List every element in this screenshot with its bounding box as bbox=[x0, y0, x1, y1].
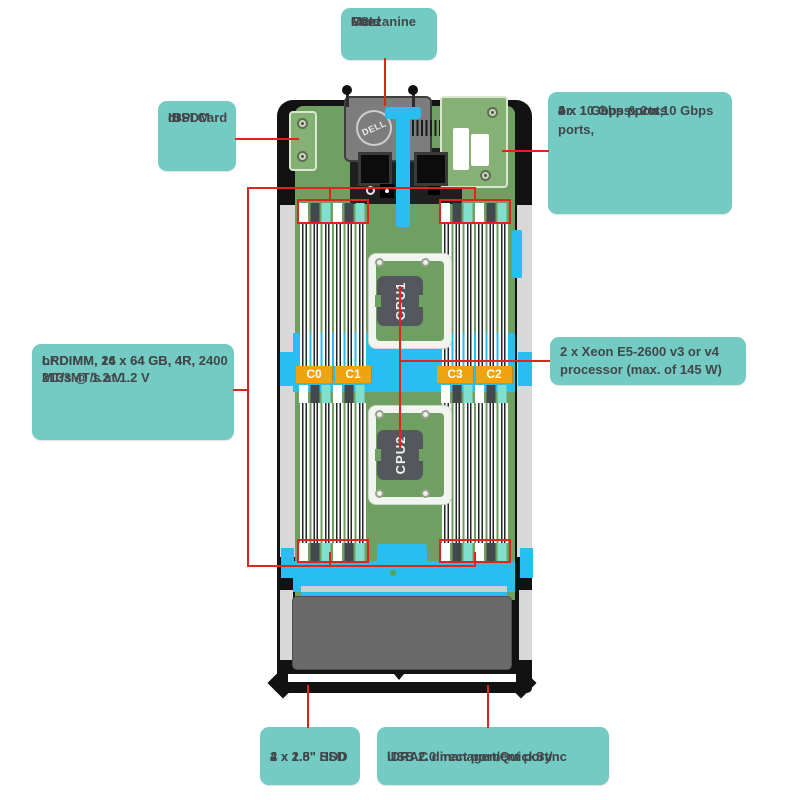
retention-lever-handle bbox=[385, 107, 421, 119]
drive-bay-notch bbox=[394, 674, 404, 680]
release-tab bbox=[512, 230, 522, 278]
lrdimm-bracket-bottom bbox=[247, 565, 476, 567]
dimm-bank-top-right bbox=[441, 222, 509, 366]
callout-line: rSPI Card bbox=[168, 110, 228, 125]
callout-network-ports: 4 x 1 Gbps ports, or 2 x 1 Gbps & 2 x 10… bbox=[548, 92, 732, 214]
callout-line: iDRAC direct port/QuickSync bbox=[387, 748, 567, 764]
callout-line: IDSDM bbox=[168, 110, 210, 125]
callout-lrdimm: LRDIMM, 16 x 64 GB, 4R, 2400 MT/s @ 1.2 … bbox=[32, 344, 234, 440]
bracket-stub bbox=[474, 187, 476, 201]
callout-hdd-ssd: 2 x 2.5" HDD 4 x 1.8" SSD bbox=[260, 727, 360, 785]
guide-post-right bbox=[408, 85, 418, 95]
chip-heatsink bbox=[414, 152, 448, 186]
screw bbox=[297, 118, 308, 129]
shroud-tab-bottom-right bbox=[520, 548, 533, 578]
drive-backplane-edge bbox=[301, 586, 507, 592]
shroud-tab-right bbox=[518, 352, 532, 386]
dimm-clips-mid-right bbox=[441, 385, 509, 403]
socket-notch bbox=[375, 295, 381, 307]
callout-line: 4 x 1 Gbps ports, bbox=[558, 103, 664, 118]
dimm-bank-top-left bbox=[299, 222, 367, 366]
leader-pcie bbox=[384, 58, 386, 106]
chip-heatsink bbox=[358, 152, 392, 186]
socket-notch bbox=[419, 449, 425, 461]
callout-line: 2 x Xeon E5-2600 v3 or v4 processor (max… bbox=[560, 344, 722, 377]
connector-pins bbox=[412, 120, 440, 136]
socket-notch bbox=[375, 449, 381, 461]
dimm-clips-mid-left bbox=[299, 385, 367, 403]
guide-post-stem bbox=[412, 94, 415, 107]
board-marking-dot bbox=[385, 189, 389, 193]
screw bbox=[297, 151, 308, 162]
channel-label-c1: C1 bbox=[335, 366, 372, 383]
callout-line: or bbox=[168, 110, 181, 125]
leader-xeon bbox=[399, 360, 550, 362]
bracket-stub bbox=[329, 187, 331, 201]
shroud-tab-left bbox=[280, 352, 294, 386]
network-port bbox=[453, 128, 469, 170]
callout-pcie-mezzanine-card: PCIe Mezzanine Card bbox=[341, 8, 437, 60]
callout-line: LRDIMM, 24 x 64 GB, 4R, 2133MT/s at 1.2 … bbox=[42, 353, 196, 385]
dimm-bank-bottom-left bbox=[299, 403, 367, 543]
screw bbox=[487, 107, 498, 118]
lrdimm-bracket-top bbox=[247, 187, 476, 189]
chassis-rail-left-lower bbox=[280, 590, 293, 660]
lrdimm-bracket-vertical bbox=[247, 187, 249, 567]
callout-line: LRDIMM, 16 x 64 GB, 4R, 2400 MT/s @ 1.2 … bbox=[42, 353, 228, 385]
leader-hdd bbox=[307, 685, 309, 728]
leader-cpus bbox=[399, 286, 401, 448]
leader-ports bbox=[502, 150, 549, 152]
callout-line: or bbox=[558, 103, 571, 118]
shroud-tab-bottom-left bbox=[281, 548, 294, 578]
dimm-clips-top-left bbox=[299, 203, 367, 222]
dimm-highlight-bottom-left bbox=[297, 539, 369, 563]
leader-lrdimm bbox=[233, 389, 249, 391]
dimm-bank-bottom-right bbox=[441, 403, 509, 543]
guide-post-stem bbox=[346, 94, 349, 107]
callout-line: 4 x 1.8" SSD bbox=[270, 748, 347, 764]
callout-line: Mezzanine bbox=[351, 14, 417, 29]
drive-bay bbox=[292, 596, 512, 670]
screw bbox=[480, 170, 491, 181]
callout-line: or bbox=[558, 103, 571, 118]
channel-label-c3: C3 bbox=[437, 366, 474, 383]
cpu2-screw bbox=[421, 489, 430, 498]
socket-notch bbox=[419, 295, 425, 307]
guide-post-left bbox=[342, 85, 352, 95]
dimm-highlight-top-right bbox=[439, 199, 511, 224]
cpu1-screw bbox=[375, 258, 384, 267]
callout-line: or bbox=[42, 353, 55, 368]
callout-xeon-processor: 2 x Xeon E5-2600 v3 or v4 processor (max… bbox=[550, 337, 746, 385]
callout-rspi-idsdm: rSPI Card or IDSDM bbox=[158, 101, 236, 171]
callout-line: 2 x 1 Gbps & 2 x 10 Gbps ports, bbox=[558, 103, 714, 137]
dimm-clips-top-right bbox=[441, 203, 509, 222]
cpu1-screw bbox=[421, 258, 430, 267]
leader-usb bbox=[487, 685, 489, 728]
shroud-screw-dot bbox=[390, 570, 396, 576]
cpu2-screw bbox=[375, 489, 384, 498]
dimm-clips-bottom-left bbox=[299, 543, 367, 561]
cpu2-screw bbox=[375, 410, 384, 419]
dimm-highlight-top-left bbox=[297, 199, 369, 224]
dimm-highlight-bottom-right bbox=[439, 539, 511, 563]
callout-line: 4 x 10 Gbps ports bbox=[558, 103, 668, 118]
callout-usb-idrac: USB 2.0 management port/ iDRAC direct po… bbox=[377, 727, 609, 785]
bracket-stub bbox=[329, 552, 331, 566]
leader-rspi bbox=[235, 138, 299, 140]
channel-label-c0: C0 bbox=[296, 366, 333, 383]
bracket-stub bbox=[474, 552, 476, 566]
callout-line: 2 x 2.5" HDD bbox=[270, 748, 348, 764]
callout-line: USB 2.0 management port/ bbox=[387, 748, 553, 764]
cpu2-screw bbox=[421, 410, 430, 419]
cooling-shroud-latch bbox=[377, 544, 427, 564]
callout-line: Card bbox=[351, 14, 381, 29]
retention-lever bbox=[396, 107, 410, 227]
callout-line: PCIe bbox=[351, 14, 380, 29]
board-marking bbox=[428, 186, 440, 195]
network-port bbox=[471, 134, 489, 166]
chassis-rail-right-lower bbox=[519, 590, 532, 660]
channel-label-c2: C2 bbox=[476, 366, 513, 383]
